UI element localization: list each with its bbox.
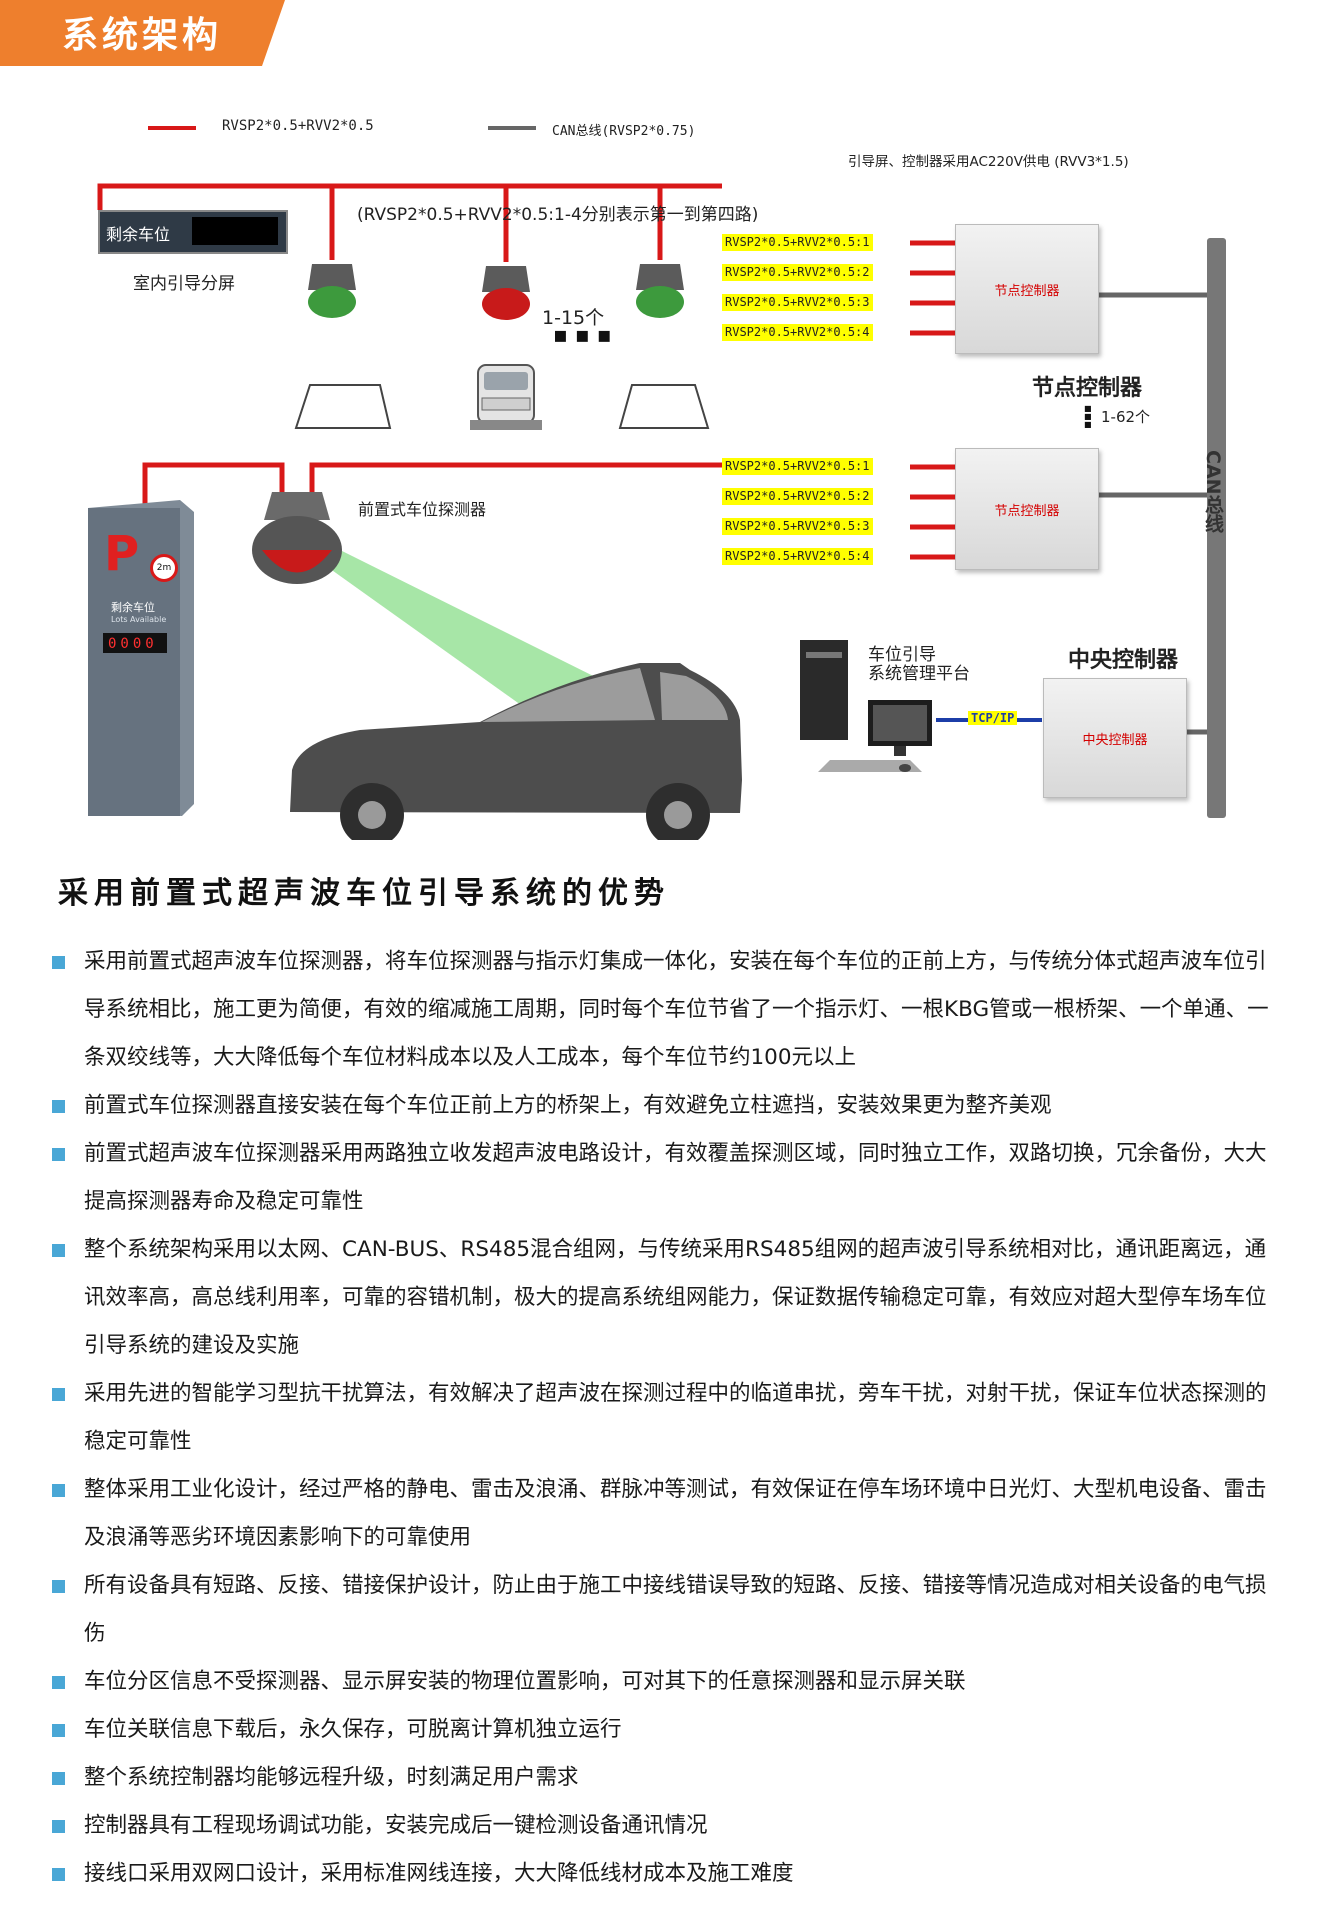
legend-red-label: RVSP2*0.5+RVV2*0.5 xyxy=(222,118,374,134)
legend-gray-label: CAN总线(RVSP2*0.75) xyxy=(552,124,696,139)
lower-bus-wire-left xyxy=(142,462,285,515)
indoor-display-caption: 室内引导分屏 xyxy=(133,274,235,294)
central-controller-title: 中央控制器 xyxy=(1068,648,1179,673)
bullet-square-icon xyxy=(52,1676,65,1689)
can-bus-bar xyxy=(1207,238,1226,818)
sign-letter: P xyxy=(104,526,140,582)
node-controller-count: 1-62个 xyxy=(1101,408,1151,426)
route-tag-lower-1: RVSP2*0.5+RVV2*0.5:1 xyxy=(722,458,873,475)
node-controller-lower-label: 节点控制器 xyxy=(994,503,1060,519)
upper-bus-wire xyxy=(97,183,722,210)
node-controller-upper: 节点控制器 xyxy=(955,224,1099,354)
route-tag-lower-3: RVSP2*0.5+RVV2*0.5:3 xyxy=(722,518,873,535)
list-item-text: 控制器具有工程现场调试功能，安装完成后一键检测设备通讯情况 xyxy=(84,1813,708,1838)
bullet-square-icon xyxy=(52,1388,65,1401)
sign-sublabel: Lots Available xyxy=(111,615,167,624)
route-tag-upper-2: RVSP2*0.5+RVV2*0.5:2 xyxy=(722,264,873,281)
front-detector xyxy=(252,492,342,584)
bullet-square-icon xyxy=(52,1820,65,1833)
car-front-icon xyxy=(470,364,542,430)
advantages-list: 采用前置式超声波车位探测器，将车位探测器与指示灯集成一体化，安装在每个车位的正前… xyxy=(52,938,1282,1898)
front-detector-label: 前置式车位探测器 xyxy=(358,500,487,519)
list-item: 整个系统架构采用以太网、CAN-BUS、RS485混合组网，与传统采用RS485… xyxy=(52,1226,1282,1370)
list-item: 车位分区信息不受探测器、显示屏安装的物理位置影响，可对其下的任意探测器和显示屏关… xyxy=(52,1658,1282,1706)
bullet-square-icon xyxy=(52,956,65,969)
list-item: 采用前置式超声波车位探测器，将车位探测器与指示灯集成一体化，安装在每个车位的正前… xyxy=(52,938,1282,1082)
list-item: 接线口采用双网口设计，采用标准网线连接，大大降低线材成本及施工难度 xyxy=(52,1850,1282,1898)
list-item-text: 前置式车位探测器直接安装在每个车位正前上方的桥架上，有效避免立柱遮挡，安装效果更… xyxy=(84,1093,1052,1118)
node-controller-title: 节点控制器 xyxy=(1032,376,1143,401)
bullet-square-icon xyxy=(52,1100,65,1113)
indoor-display-counter xyxy=(192,217,278,245)
bullet-square-icon xyxy=(52,1868,65,1881)
list-item-text: 前置式超声波车位探测器采用两路独立收发超声波电路设计，有效覆盖探测区域，同时独立… xyxy=(84,1141,1267,1214)
advantages-title: 采用前置式超声波车位引导系统的优势 xyxy=(58,876,670,911)
bullet-square-icon xyxy=(52,1724,65,1737)
list-item-text: 接线口采用双网口设计，采用标准网线连接，大大降低线材成本及施工难度 xyxy=(84,1861,794,1886)
list-item-text: 采用前置式超声波车位探测器，将车位探测器与指示灯集成一体化，安装在每个车位的正前… xyxy=(84,949,1269,1070)
route-note: (RVSP2*0.5+RVV2*0.5:1-4分别表示第一到第四路) xyxy=(357,205,759,225)
bullet-square-icon xyxy=(52,1772,65,1785)
list-item-text: 车位分区信息不受探测器、显示屏安装的物理位置影响，可对其下的任意探测器和显示屏关… xyxy=(84,1669,966,1694)
sign-label: 剩余车位 xyxy=(111,601,155,614)
route-tag-upper-4: RVSP2*0.5+RVV2*0.5:4 xyxy=(722,324,873,341)
route-tag-upper-1: RVSP2*0.5+RVV2*0.5:1 xyxy=(722,234,873,251)
header-tab: 系统架构 xyxy=(0,0,300,66)
node-controller-lower: 节点控制器 xyxy=(955,448,1099,570)
list-item-text: 整个系统架构采用以太网、CAN-BUS、RS485混合组网，与传统采用RS485… xyxy=(84,1237,1267,1358)
route-tag-lower-4: RVSP2*0.5+RVV2*0.5:4 xyxy=(722,548,873,565)
bullet-square-icon xyxy=(52,1580,65,1593)
ellipsis-vertical-icon: ■■■ xyxy=(1084,404,1092,429)
list-item: 前置式车位探测器直接安装在每个车位正前上方的桥架上，有效避免立柱遮挡，安装效果更… xyxy=(52,1082,1282,1130)
list-item-text: 所有设备具有短路、反接、错接保护设计，防止由于施工中接线错误导致的短路、反接、错… xyxy=(84,1573,1267,1646)
indicator-detector-red xyxy=(482,266,530,320)
route-tag-lower-2: RVSP2*0.5+RVV2*0.5:2 xyxy=(722,488,873,505)
central-controller-box: 中央控制器 xyxy=(1043,678,1187,798)
central-controller-box-label: 中央控制器 xyxy=(1082,732,1148,748)
power-note: 引导屏、控制器采用AC220V供电 (RVV3*1.5) xyxy=(848,154,1129,170)
car-silhouette xyxy=(290,663,742,840)
tcpip-label: TCP/IP xyxy=(968,711,1018,725)
list-item: 车位关联信息下载后，永久保存，可脱离计算机独立运行 xyxy=(52,1706,1282,1754)
bullet-square-icon xyxy=(52,1244,65,1257)
indoor-display-label: 剩余车位 xyxy=(106,225,171,244)
indicator-detector-green-1 xyxy=(308,264,356,318)
indicator-detector-green-2 xyxy=(636,264,684,318)
sign-counter: 0000 xyxy=(108,636,158,652)
management-platform-label: 车位引导 系统管理平台 xyxy=(868,645,970,684)
list-item: 前置式超声波车位探测器采用两路独立收发超声波电路设计，有效覆盖探测区域，同时独立… xyxy=(52,1130,1282,1226)
system-architecture-diagram: ▪ ▪ ▪ xyxy=(0,80,1338,840)
header-tab-shape xyxy=(0,0,285,66)
can-bus-label: CAN总线 xyxy=(1202,450,1224,533)
list-item-text: 采用先进的智能学习型抗干扰算法，有效解决了超声波在探测过程中的临道串扰，旁车干扰… xyxy=(84,1381,1267,1454)
route-tag-upper-3: RVSP2*0.5+RVV2*0.5:3 xyxy=(722,294,873,311)
list-item: 整个系统控制器均能够远程升级，时刻满足用户需求 xyxy=(52,1754,1282,1802)
bullet-square-icon xyxy=(52,1484,65,1497)
list-item-text: 整体采用工业化设计，经过严格的静电、雷击及浪涌、群脉冲等测试，有效保证在停车场环… xyxy=(84,1477,1267,1550)
svg-text:▪ ▪ ▪: ▪ ▪ ▪ xyxy=(553,323,612,348)
page-title: 系统架构 xyxy=(62,14,223,56)
node-controller-upper-label: 节点控制器 xyxy=(994,283,1060,299)
indoor-display-panel: 剩余车位 xyxy=(98,210,288,254)
list-item-text: 车位关联信息下载后，永久保存，可脱离计算机独立运行 xyxy=(84,1717,622,1742)
computer-icon xyxy=(800,640,932,772)
detector-count-label: 1-15个 xyxy=(542,307,605,329)
list-item-text: 整个系统控制器均能够远程升级，时刻满足用户需求 xyxy=(84,1765,579,1790)
list-item: 整体采用工业化设计，经过严格的静电、雷击及浪涌、群脉冲等测试，有效保证在停车场环… xyxy=(52,1466,1282,1562)
list-item: 采用先进的智能学习型抗干扰算法，有效解决了超声波在探测过程中的临道串扰，旁车干扰… xyxy=(52,1370,1282,1466)
sign-height-badge: 2m xyxy=(150,554,178,582)
list-item: 控制器具有工程现场调试功能，安装完成后一键检测设备通讯情况 xyxy=(52,1802,1282,1850)
list-item: 所有设备具有短路、反接、错接保护设计，防止由于施工中接线错误导致的短路、反接、错… xyxy=(52,1562,1282,1658)
bullet-square-icon xyxy=(52,1148,65,1161)
